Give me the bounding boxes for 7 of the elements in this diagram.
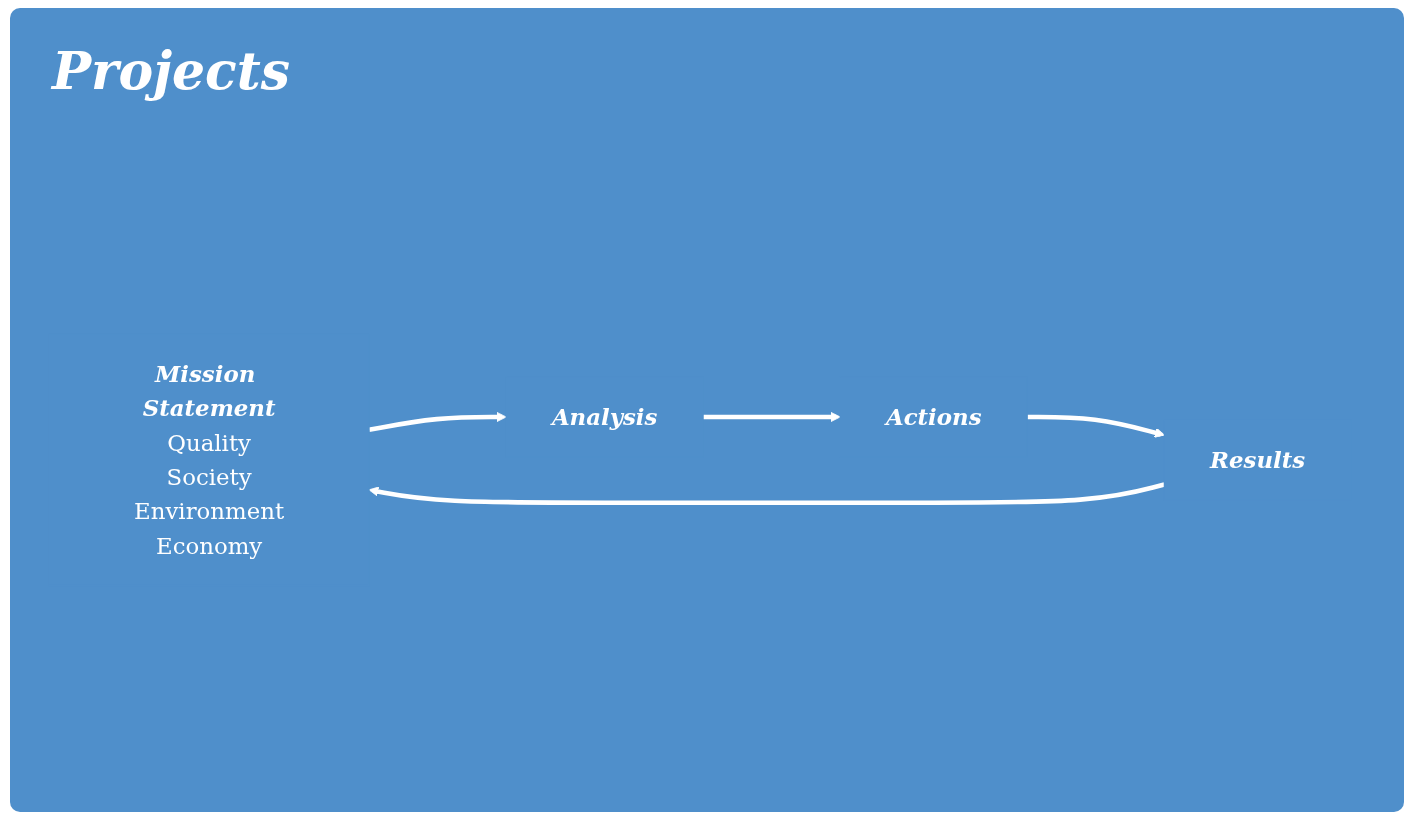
arrow <box>1027 414 1165 438</box>
node-text: Mission Statement Quality Society Environment Economy <box>134 360 285 560</box>
diagram-title: Projects <box>52 40 291 101</box>
node-text: Actions <box>885 403 982 431</box>
node-text: Analysis <box>551 403 658 431</box>
node-text: Results <box>1210 446 1306 474</box>
arrow <box>703 412 841 423</box>
